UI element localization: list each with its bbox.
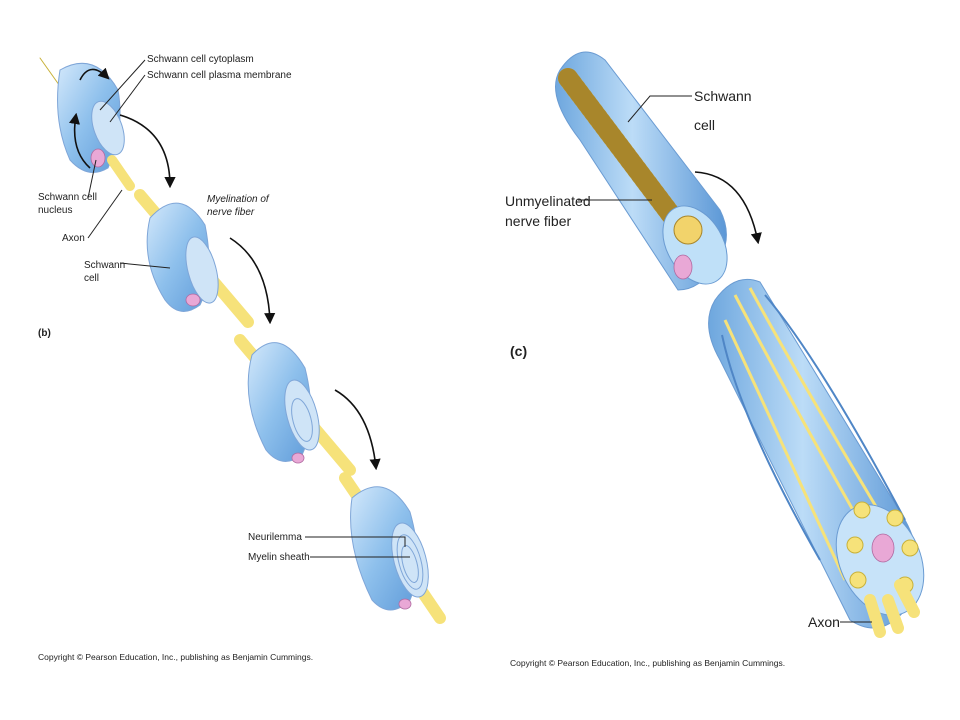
schwann-cell-nucleus bbox=[673, 254, 693, 280]
leader-cytoplasm bbox=[99, 59, 146, 111]
label-axon-b: Axon bbox=[62, 233, 85, 244]
rotation-arrow-top bbox=[79, 67, 110, 81]
label-schwann-cell-plasma-membrane: Schwann cell plasma membrane bbox=[147, 70, 292, 81]
leader-axon bbox=[87, 189, 123, 239]
myelination-stage-1 bbox=[39, 57, 135, 191]
schwann-cell-nucleus bbox=[185, 293, 201, 307]
copyright-c: Copyright © Pearson Education, Inc., pub… bbox=[510, 658, 785, 668]
axon-cross-section bbox=[886, 509, 904, 527]
myelin-wrap bbox=[291, 398, 313, 442]
panel-label-b: (b) bbox=[38, 328, 51, 339]
label-unmyelinated-1: Unmyelinated bbox=[505, 193, 591, 209]
axon-protruding bbox=[882, 594, 904, 634]
label-unmyelinated-2: nerve fiber bbox=[505, 213, 571, 229]
membrane-fold bbox=[764, 294, 906, 521]
schwann-cell-end bbox=[185, 236, 219, 304]
axon-protruding bbox=[894, 579, 920, 618]
axon-strand bbox=[733, 294, 872, 541]
leader-schwann-cell bbox=[119, 262, 171, 269]
axon-end bbox=[107, 155, 135, 191]
schwann-cell-nucleus bbox=[90, 148, 106, 168]
label-axon-c: Axon bbox=[808, 614, 840, 630]
schwann-cell-nucleus bbox=[398, 598, 412, 610]
stage-arrow-2 bbox=[229, 237, 276, 325]
axon-strand bbox=[748, 287, 892, 531]
schwann-cell-nucleus bbox=[291, 452, 305, 464]
label-schwann-2: cell bbox=[84, 273, 99, 284]
schwann-cell-unmyelinated bbox=[555, 51, 728, 291]
axon-cross-section bbox=[853, 501, 871, 519]
rotation-arrow-side bbox=[68, 112, 91, 169]
leader-schwann-cell-c bbox=[627, 95, 692, 123]
label-schwann-cell-nucleus-2: nucleus bbox=[38, 205, 72, 216]
label-schwann-cell-cytoplasm: Schwann cell cytoplasm bbox=[147, 54, 254, 65]
label-neurilemma: Neurilemma bbox=[248, 532, 302, 543]
myelination-stage-2 bbox=[134, 189, 254, 328]
axon-cross-section bbox=[846, 536, 864, 554]
myelin-layer bbox=[396, 534, 424, 590]
leader-nucleus bbox=[87, 159, 97, 199]
label-schwann-1: Schwann bbox=[84, 260, 125, 271]
label-myelination-1: Myelination of bbox=[207, 194, 270, 205]
axon-cross-section bbox=[901, 539, 919, 557]
schwann-cell-bundle bbox=[708, 278, 925, 638]
label-myelin-sheath: Myelin sheath bbox=[248, 552, 310, 563]
schwann-cell-end bbox=[284, 379, 320, 451]
stage-arrow-c bbox=[694, 171, 762, 245]
myelination-stage-3 bbox=[234, 334, 356, 476]
membrane-fold bbox=[721, 334, 821, 561]
schwann-cell-end bbox=[91, 100, 125, 156]
axon-protruding bbox=[864, 594, 886, 638]
leader-plasma-membrane bbox=[109, 74, 146, 123]
panel-b: Schwann cell cytoplasm Schwann cell plas… bbox=[38, 54, 446, 662]
panel-label-c: (c) bbox=[510, 343, 527, 359]
fiber-cross-section bbox=[673, 215, 703, 245]
schwann-cell-nucleus bbox=[871, 533, 895, 563]
panel-c: Schwann cell Unmyelinated nerve fiber (c… bbox=[505, 51, 925, 668]
leader-neurilemma bbox=[305, 536, 406, 547]
myelination-stage-4 bbox=[339, 472, 446, 624]
schwann-cell-end bbox=[391, 522, 429, 598]
label-schwann-c-2: cell bbox=[694, 117, 715, 133]
axon-cross-section bbox=[849, 571, 867, 589]
label-schwann-c-1: Schwann bbox=[694, 88, 752, 104]
axon-strand bbox=[723, 319, 847, 581]
stage-arrow-1 bbox=[119, 114, 176, 189]
stage-arrow-3 bbox=[334, 389, 381, 471]
copyright-b: Copyright © Pearson Education, Inc., pub… bbox=[38, 652, 313, 662]
label-myelination-2: nerve fiber bbox=[207, 207, 255, 218]
label-schwann-cell-nucleus-1: Schwann cell bbox=[38, 192, 97, 203]
